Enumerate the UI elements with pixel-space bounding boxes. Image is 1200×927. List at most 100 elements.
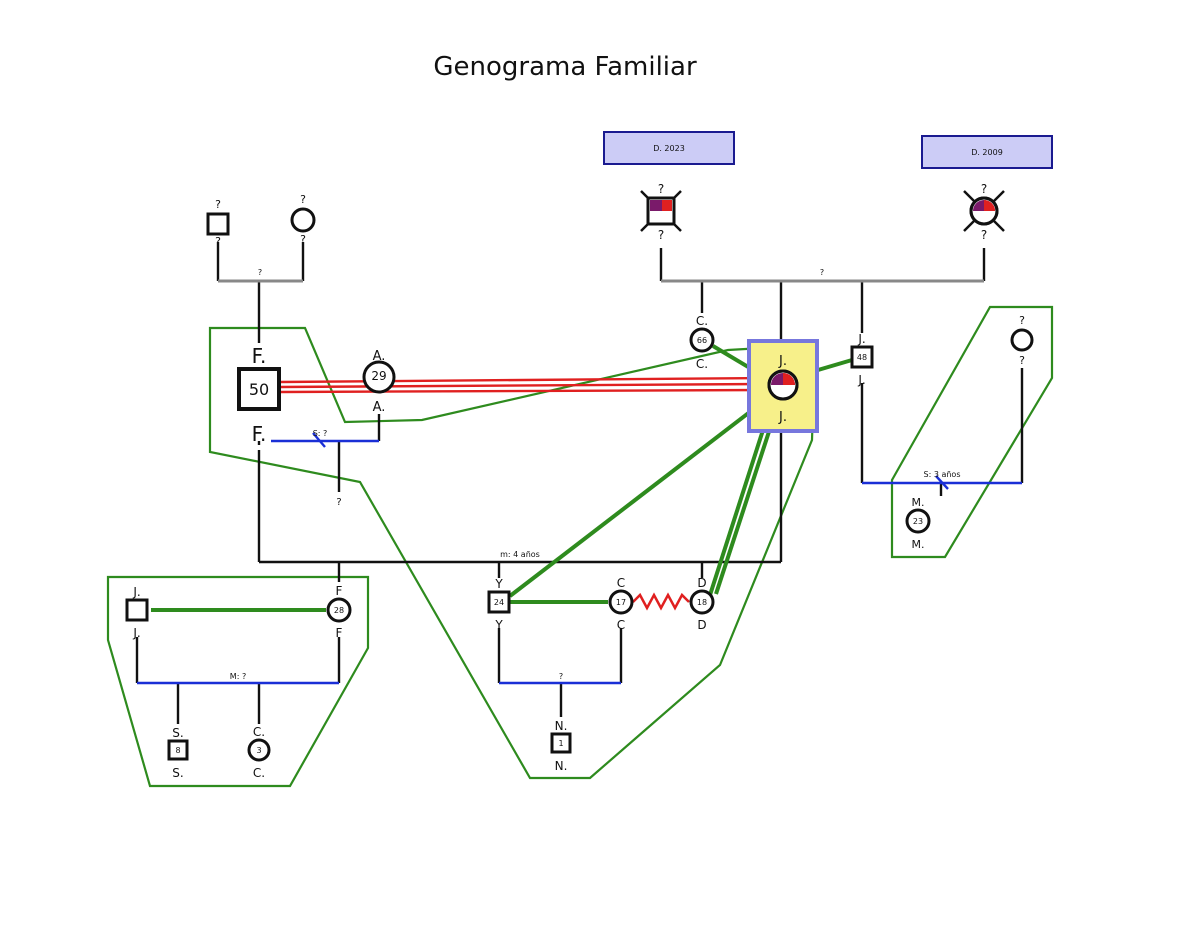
age-text: 24	[494, 598, 504, 607]
person-c66-female: 66C.C.	[689, 314, 715, 371]
name-label-bottom: C.	[696, 357, 708, 371]
female-symbol	[1010, 328, 1034, 352]
name-label-bottom: ?	[658, 228, 664, 242]
female-symbol	[905, 508, 931, 534]
name-label-bottom: A.	[373, 400, 386, 415]
female-symbol	[290, 207, 316, 233]
name-label-bottom: C	[617, 618, 625, 632]
name-label-top: J.	[778, 354, 787, 369]
name-label-top: M.	[912, 496, 925, 509]
death-date-box: D. 2023	[603, 131, 735, 165]
name-label-bottom: J.	[778, 410, 787, 425]
unknown-child-label: ?	[336, 497, 341, 508]
name-label-bottom: F	[336, 626, 343, 640]
name-label-top: F	[336, 584, 343, 598]
male-symbol	[167, 739, 189, 761]
person-s-male: 8S.S.	[167, 726, 189, 780]
person-j-female: J. J.	[747, 339, 819, 433]
death-date-box: D. 2009	[921, 135, 1053, 169]
name-label-top: C	[617, 576, 625, 590]
female-symbol	[362, 360, 396, 394]
name-label-top: ?	[300, 193, 306, 206]
age-text: 66	[697, 336, 707, 345]
age-text: 48	[857, 353, 867, 362]
name-label-bottom: ?	[1019, 354, 1025, 367]
name-label-top: J.	[857, 332, 865, 346]
name-label-top: ?	[215, 198, 221, 211]
person-j48-male: 48J.J.	[850, 332, 874, 387]
male-symbol	[487, 590, 511, 614]
male-symbol	[125, 598, 149, 622]
name-label-bottom: N.	[555, 759, 568, 773]
male-symbol	[850, 345, 874, 369]
person-a-female: 29A.A.	[362, 349, 396, 415]
name-label-top: D	[697, 576, 706, 590]
male-symbol	[550, 732, 572, 754]
name-label-top: Y	[494, 577, 503, 591]
name-label-top: J.	[132, 585, 140, 599]
death-date-text: D. 2009	[971, 148, 1003, 157]
male-symbol	[237, 367, 281, 411]
union-label: ?	[820, 268, 824, 277]
name-label-top: S.	[172, 726, 183, 740]
name-label-top: ?	[981, 182, 987, 196]
female-symbol	[247, 738, 271, 762]
female-symbol	[689, 327, 715, 353]
name-label-bottom: D	[697, 618, 706, 632]
conflict-zigzag	[632, 592, 690, 611]
death-date-text: D. 2023	[653, 144, 685, 153]
name-label-bottom: ?	[300, 233, 306, 246]
name-label-top: ?	[658, 182, 664, 196]
person-gf-male: ??	[206, 198, 230, 248]
name-label-bottom: S.	[172, 766, 183, 780]
name-label-top: C.	[696, 314, 708, 328]
female-symbol	[689, 589, 715, 615]
person-jj-male: J. J.	[125, 585, 149, 640]
person-gm-female: ??	[290, 193, 316, 246]
household-boundary-left	[106, 575, 370, 788]
name-label-bottom: J.	[857, 373, 865, 387]
name-label-top: A.	[373, 349, 386, 364]
female-symbol	[326, 597, 352, 623]
name-label-bottom: C.	[253, 766, 265, 780]
union-label: ?	[559, 672, 563, 681]
union-label: m: 4 años	[500, 550, 540, 559]
female-symbol	[608, 589, 634, 615]
age-text: 8	[175, 746, 180, 755]
name-label-bottom: Y	[494, 618, 503, 632]
name-label-bottom: F.	[252, 422, 267, 446]
age-text: 28	[334, 606, 344, 615]
name-label-top: N.	[555, 719, 568, 733]
name-label-top: C.	[253, 725, 265, 739]
male-symbol	[206, 212, 230, 236]
household-boundary-right	[890, 305, 1054, 559]
age-text: 50	[249, 380, 269, 399]
name-label-top: ?	[1019, 314, 1025, 327]
age-text: 17	[616, 598, 626, 607]
name-label-bottom: J.	[132, 626, 140, 640]
person-n-male: 1N.N.	[550, 719, 572, 773]
person-c3-female: 3C.C.	[247, 725, 271, 780]
household-boundary-main	[208, 326, 817, 780]
age-text: 18	[697, 598, 707, 607]
name-label-bottom: M.	[912, 538, 925, 551]
person-dgm-female: ??	[963, 182, 1005, 242]
person-f-male: 50F.F.	[237, 344, 281, 446]
page-title: Genograma Familiar	[433, 52, 697, 82]
union-label: S: ?	[313, 429, 328, 438]
age-text: 1	[558, 739, 563, 748]
name-label-top: F.	[252, 344, 267, 368]
person-m-female: 23M.M.	[905, 496, 931, 551]
age-text: 3	[256, 746, 261, 755]
union-label: M: ?	[230, 672, 246, 681]
union-label: ?	[258, 268, 262, 277]
age-text: 23	[913, 517, 923, 526]
name-label-bottom: ?	[981, 228, 987, 242]
age-text: 29	[371, 369, 386, 383]
person-q-female: ??	[1010, 314, 1034, 367]
person-dgf-male: ??	[640, 182, 682, 242]
